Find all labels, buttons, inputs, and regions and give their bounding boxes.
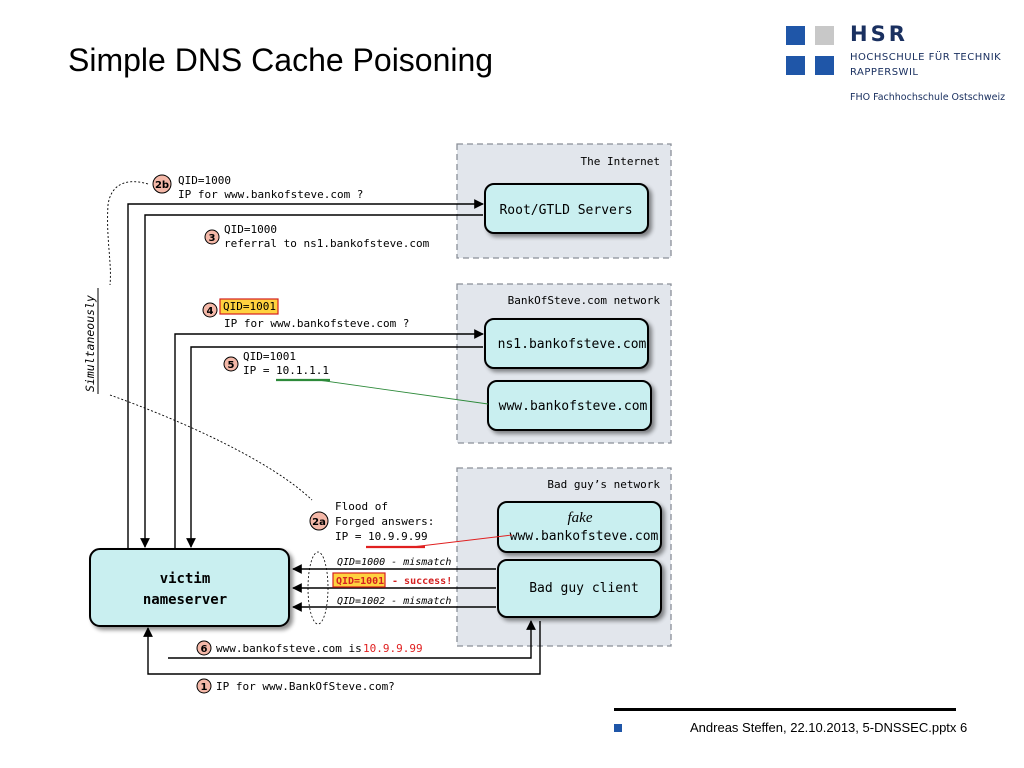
step-3-num: 3 xyxy=(209,233,216,244)
arrow-5 xyxy=(186,346,483,548)
fake-label: fake xyxy=(568,510,593,526)
hsr-logo: HSR HOCHSCHULE FÜR TECHNIK RAPPERSWIL FH… xyxy=(786,22,1018,112)
step-1-badge xyxy=(196,678,212,694)
root-servers-box xyxy=(484,183,649,234)
step-2a-red-link xyxy=(411,534,513,548)
step-2a-num: 2a xyxy=(312,517,326,528)
step-2b-num: 2b xyxy=(155,180,169,191)
forged-2-qid-highlight xyxy=(332,572,386,588)
bad-region xyxy=(456,467,672,647)
logo-square-1 xyxy=(786,26,805,45)
root-servers-label: Root/GTLD Servers xyxy=(499,203,632,218)
step-2a-line1: Flood of xyxy=(335,500,388,513)
ns1-label: ns1.bankofsteve.com xyxy=(498,337,647,352)
step-2a-ip: 10.9.9.99 xyxy=(368,530,428,543)
step-2a-line2: Forged answers: xyxy=(335,515,434,528)
logo-square-2 xyxy=(815,26,834,45)
bad-region-label: Bad guy’s network xyxy=(547,478,660,491)
fake-www-box xyxy=(497,501,662,553)
logo-square-3 xyxy=(786,56,805,75)
logo-line-2: RAPPERSWIL xyxy=(850,67,919,78)
bad-guy-client-label: Bad guy client xyxy=(529,581,639,596)
internet-region-label: The Internet xyxy=(581,155,660,168)
step-2a-prefix: IP = xyxy=(335,530,368,543)
footer-rule xyxy=(614,708,956,711)
step-2b-line1: QID=1000 xyxy=(178,174,231,187)
slide-title: Simple DNS Cache Poisoning xyxy=(68,42,494,78)
step-4-qid-highlight xyxy=(219,298,279,315)
bank-region-label: BankOfSteve.com network xyxy=(508,294,661,307)
logo-name: HSR xyxy=(850,22,908,46)
forged-3-label: QID=1002 - mismatch xyxy=(337,596,451,607)
www-label: www.bankofsteve.com xyxy=(499,399,648,414)
step-5-green-link xyxy=(317,379,489,405)
step-4-line2: IP for www.bankofsteve.com ? xyxy=(224,317,409,330)
logo-square-4 xyxy=(815,56,834,75)
step-4-qid: QID=1001 xyxy=(223,300,276,313)
simultaneously-label: Simultaneously xyxy=(83,295,97,392)
footer-text: Andreas Steffen, 22.10.2013, 5-DNSSEC.pp… xyxy=(690,720,968,735)
step-5-prefix: IP = xyxy=(243,364,276,377)
arrow-4 xyxy=(174,329,484,549)
step-5-badge xyxy=(223,356,239,372)
step-1-num: 1 xyxy=(201,682,208,693)
step-3-line2: referral to ns1.bankofsteve.com xyxy=(224,237,430,250)
step-5-line1: QID=1001 xyxy=(243,350,296,363)
arrow-2b xyxy=(127,199,484,549)
arrow-6 xyxy=(168,620,536,659)
www-box xyxy=(487,380,652,431)
step-2b-badge xyxy=(152,174,172,194)
step-2b-line2: IP for www.bankofsteve.com ? xyxy=(178,188,363,201)
step-3-badge xyxy=(204,229,220,245)
fake-host-label: www.bankofsteve.com xyxy=(510,529,659,544)
step-6-text: www.bankofsteve.com is xyxy=(216,642,368,655)
step-2a-badge xyxy=(309,511,329,531)
arrow-1 xyxy=(143,621,541,675)
step-5-num: 5 xyxy=(228,360,235,371)
arrow-3 xyxy=(140,214,483,548)
step-6-badge xyxy=(196,640,212,656)
step-5-ip: 10.1.1.1 xyxy=(276,364,329,377)
victim-label: victim xyxy=(160,571,211,587)
forged-2-rest: - success! xyxy=(386,576,452,587)
bad-guy-client-box xyxy=(497,559,662,618)
forged-2-qid: QID=1001 xyxy=(336,576,384,587)
step-3-line1: QID=1000 xyxy=(224,223,277,236)
step-4-num: 4 xyxy=(207,306,214,317)
forged-1-label: QID=1000 - mismatch xyxy=(337,557,451,568)
step-4-badge xyxy=(202,302,218,318)
dns-diagram: The Internet BankOfSteve.com network Bad… xyxy=(83,143,672,694)
ns1-box xyxy=(484,318,649,369)
nameserver-label: nameserver xyxy=(143,592,227,608)
step-1-text: IP for www.BankOfSteve.com? xyxy=(216,680,395,693)
footer-bullet xyxy=(614,724,622,732)
simultaneously-bracket xyxy=(107,181,313,501)
logo-line-3: FHO Fachhochschule Ostschweiz xyxy=(850,92,1006,103)
logo-line-1: HOCHSCHULE FÜR TECHNIK xyxy=(850,52,1002,63)
step-6-num: 6 xyxy=(201,644,208,655)
step-6-ip: 10.9.9.99 xyxy=(363,642,423,655)
victim-nameserver-box xyxy=(89,548,290,627)
